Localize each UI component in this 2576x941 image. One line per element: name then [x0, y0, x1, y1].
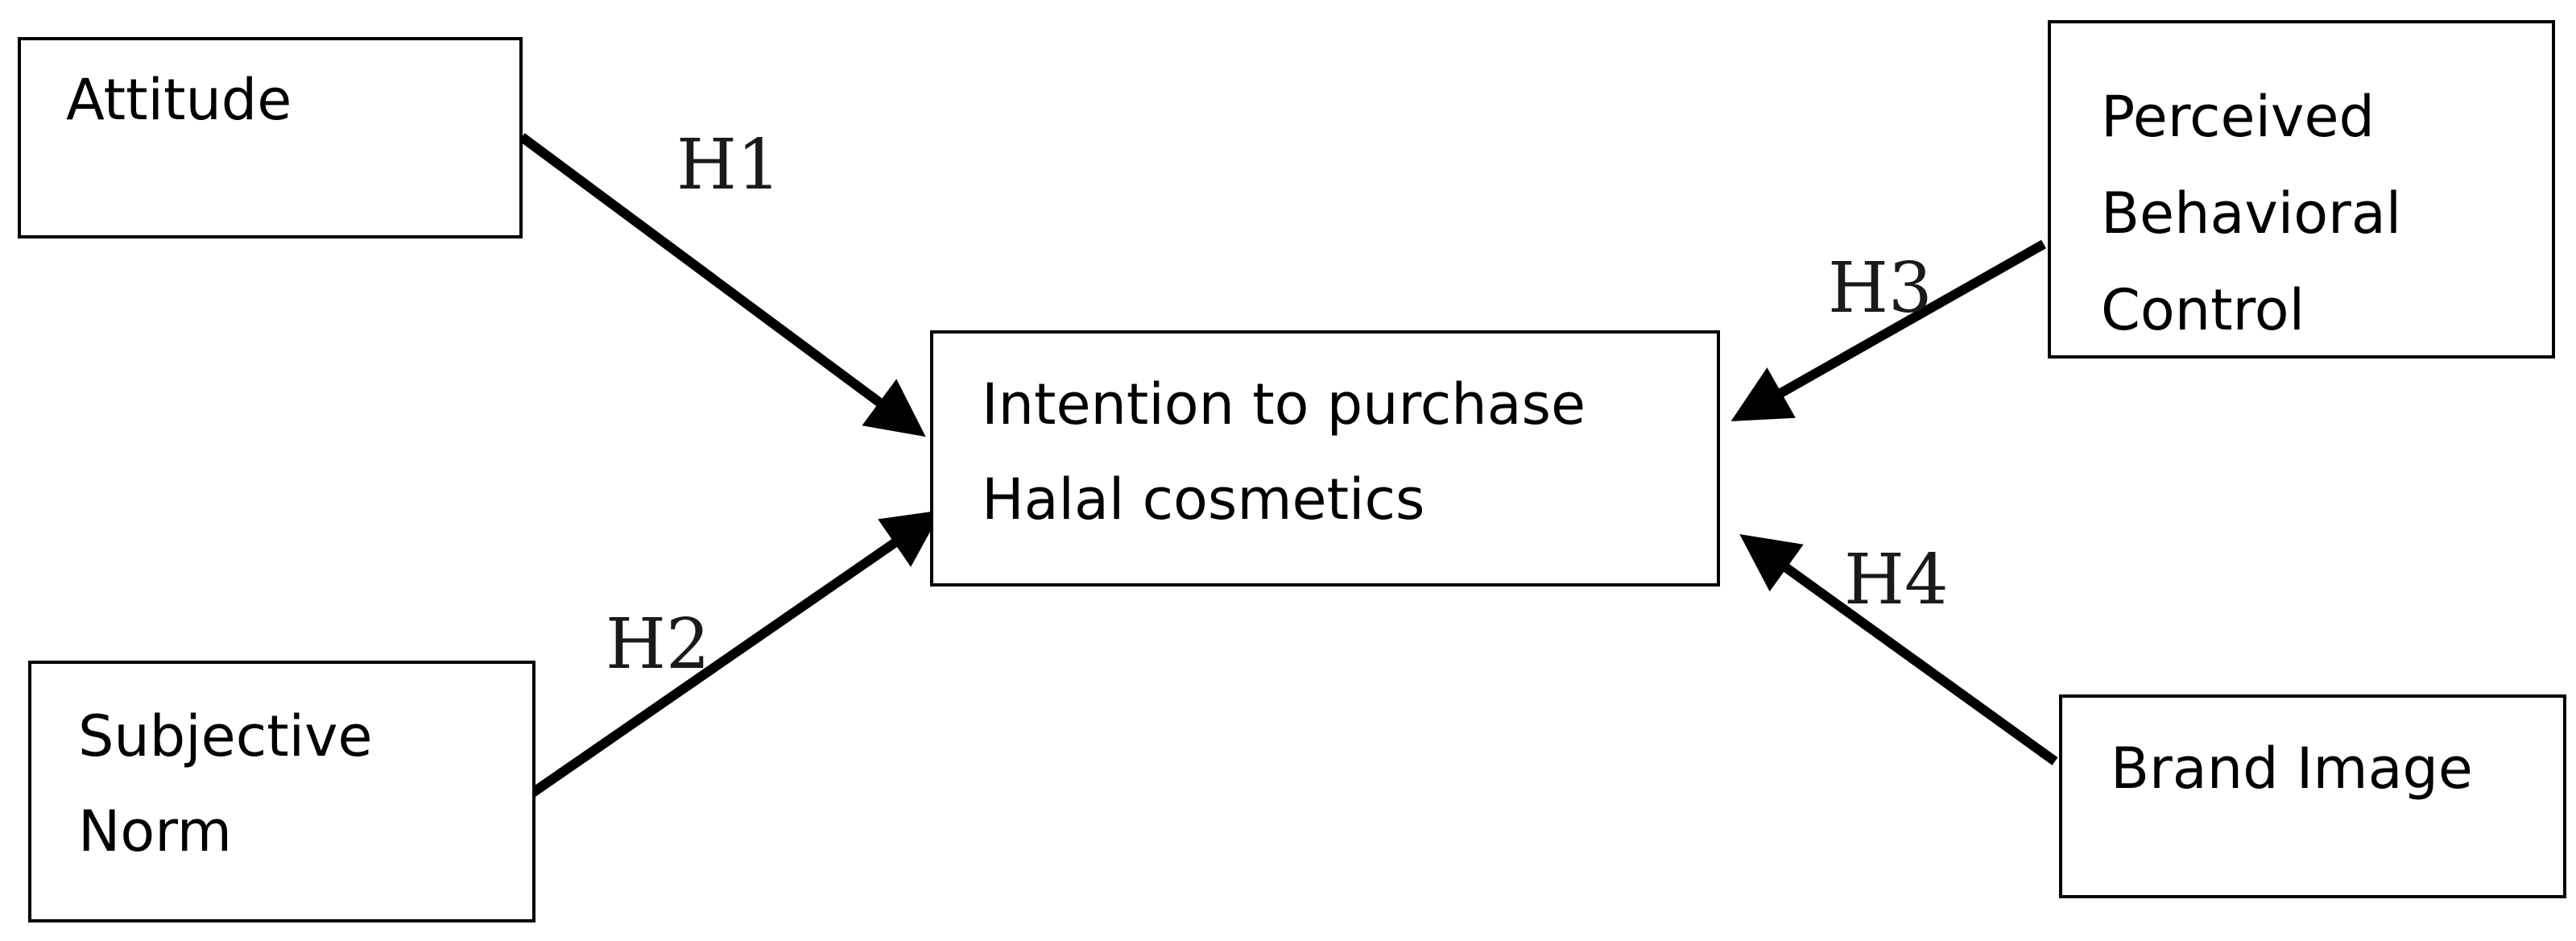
hypothesis-label-h1: H1 — [676, 125, 781, 205]
arrow-h1-attitude-to-intention — [519, 133, 926, 437]
arrow-h2-subjective-norm-to-intention — [528, 510, 942, 798]
pbc-label-line1: Perceived — [2101, 84, 2375, 150]
attitude-box: Attitude — [18, 37, 523, 238]
hypothesis-label-h3: H3 — [1828, 248, 1933, 329]
intention-box: Intention to purchase Halal cosmetics — [930, 330, 1720, 587]
hypothesis-label-h4: H4 — [1844, 540, 1949, 620]
brand-image-label: Brand Image — [2111, 736, 2473, 802]
brand-image-box: Brand Image — [2059, 694, 2566, 898]
subjective-norm-label-line2: Norm — [78, 798, 232, 864]
intention-label-line1: Intention to purchase — [982, 371, 1586, 437]
perceived-behavioral-control-box: Perceived Behavioral Control — [2048, 20, 2555, 359]
attitude-label: Attitude — [66, 67, 292, 133]
intention-label-line2: Halal cosmetics — [982, 466, 1425, 533]
pbc-label-line2: Behavioral — [2101, 180, 2402, 247]
subjective-norm-box: Subjective Norm — [28, 661, 535, 922]
pbc-label-line3: Control — [2101, 277, 2305, 343]
arrow-h3-perceived-control-to-intention — [1730, 239, 2046, 421]
hypothesis-label-h2: H2 — [606, 604, 710, 685]
arrow-h4-brand-image-to-intention — [1739, 533, 2058, 765]
subjective-norm-label-line1: Subjective — [78, 703, 373, 769]
